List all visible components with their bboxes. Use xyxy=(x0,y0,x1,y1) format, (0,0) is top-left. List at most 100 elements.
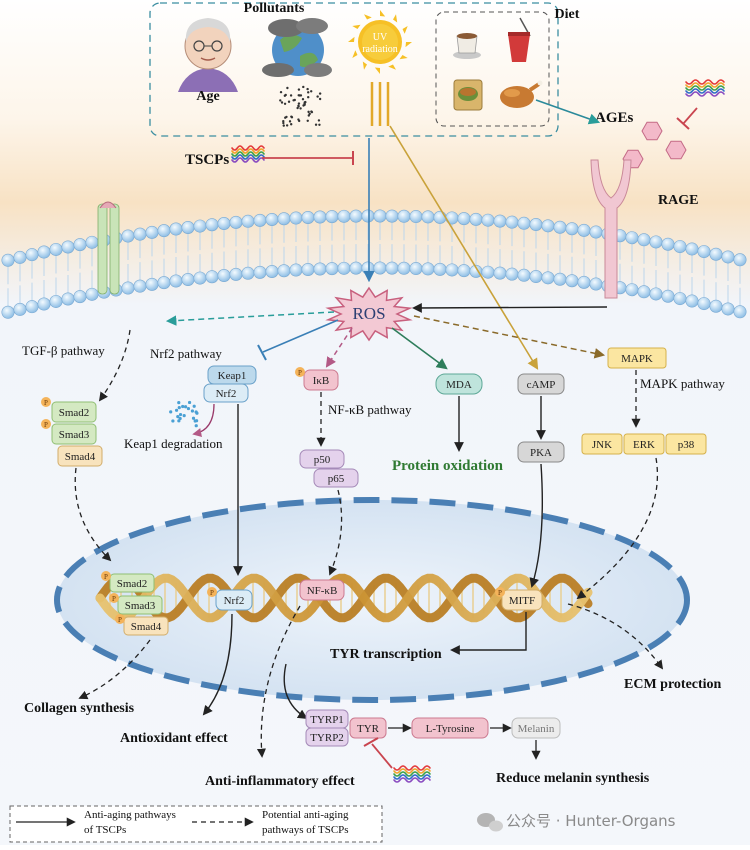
ltyrosine-text: L-Tyrosine xyxy=(426,723,475,735)
ros-to-mda-arrow xyxy=(391,327,448,370)
smad-to-nucleus-arrow xyxy=(74,467,112,562)
uv-sun-icon xyxy=(348,10,412,126)
tyr-inhibit-bar xyxy=(363,737,379,747)
mitf-text: MITF xyxy=(509,595,535,607)
phospho-text: P xyxy=(210,589,214,597)
protein-oxidation-label: Protein oxidation xyxy=(392,458,504,474)
p38-text: p38 xyxy=(678,439,695,451)
tscps-label: TSCPs xyxy=(185,152,229,168)
mda-text: MDA xyxy=(446,379,472,391)
jnk-box xyxy=(581,433,623,455)
smad4-text-nucleus: Smad4 xyxy=(131,621,162,633)
nrf2-text-nucleus: Nrf2 xyxy=(224,595,245,607)
nrf2-text-cytoplasm: Nrf2 xyxy=(216,388,237,400)
smad-to-collagen-arrow xyxy=(78,639,151,700)
smad4-box-nucleus xyxy=(123,616,169,636)
keap1-text: Keap1 xyxy=(218,370,247,382)
ltyrosine-box xyxy=(411,717,489,739)
ros-burst-shape xyxy=(325,286,413,342)
melanin-box xyxy=(511,717,561,739)
smad3-box xyxy=(51,423,97,445)
age-label: Age xyxy=(196,89,219,104)
p65-to-nfkb-arrow xyxy=(328,489,343,576)
mitf-box xyxy=(501,589,543,611)
smad2-box xyxy=(51,401,97,423)
ikb-box xyxy=(303,369,339,391)
keap1-degradation-fragments-icon xyxy=(169,400,199,428)
phospho-badge xyxy=(207,587,217,597)
tyrp2-text: TYRP2 xyxy=(310,732,344,744)
nrf2-box-cytoplasm xyxy=(203,383,249,403)
nrf2-pathway-label: Nrf2 pathway xyxy=(150,346,222,361)
nucleus-to-ecm-arrow xyxy=(567,603,664,670)
uv-to-camp-arrow xyxy=(389,125,539,370)
phospho-text: P xyxy=(44,399,48,407)
p38-box xyxy=(665,433,707,455)
diet-box xyxy=(435,11,550,127)
ros-label: ROS xyxy=(352,304,385,323)
dna-helix xyxy=(95,573,593,623)
tscps-peptide-icon-tyr xyxy=(393,765,431,783)
ages-inhibit-bar xyxy=(676,117,690,130)
keap1-degradation-label: Keap1 degradation xyxy=(124,436,223,451)
camp-text: cAMP xyxy=(527,379,556,391)
tyr-text: TYR xyxy=(357,723,380,735)
mapk-box xyxy=(607,347,667,369)
legend-dashed-label-1: Potential anti-aging xyxy=(262,809,349,821)
smad3-text-nucleus: Smad3 xyxy=(125,600,156,612)
p65-text: p65 xyxy=(328,473,345,485)
uv-label: UV xyxy=(373,32,388,43)
tscps-peptide-icon-ages xyxy=(685,79,725,97)
tgf-to-smad-arrow xyxy=(98,329,131,402)
tyrp1-text: TYRP1 xyxy=(310,714,344,726)
legend-solid-label-2: of TSCPs xyxy=(84,824,126,836)
smad2-box-nucleus xyxy=(109,573,155,593)
camp-box xyxy=(517,373,565,395)
tyr-box xyxy=(349,717,387,739)
anti-inflammatory-label: Anti-inflammatory effect xyxy=(205,774,355,789)
coffee-cup-icon xyxy=(453,33,481,59)
reduce-melanin-label: Reduce melanin synthesis xyxy=(496,771,650,786)
nfkb-text-nucleus: NF-κB xyxy=(307,585,338,597)
ros-to-mapk-arrow xyxy=(413,315,606,359)
erk-text: ERK xyxy=(633,439,655,451)
smad3-box-nucleus xyxy=(117,595,163,615)
ecm-protection-label: ECM protection xyxy=(624,677,722,692)
smad4-box xyxy=(57,445,103,467)
soda-cup-icon xyxy=(508,17,531,62)
nrf2-to-antioxidant-arrow xyxy=(202,613,233,716)
p65-box xyxy=(313,468,359,488)
polluted-earth-icon xyxy=(262,18,332,77)
nucleus xyxy=(54,497,690,703)
mitf-to-tyr-transcription-arrow xyxy=(450,612,527,655)
smad-complex-nucleus: Smad2 Smad3 Smad4 P P P xyxy=(101,571,169,636)
phospho-badge xyxy=(295,367,305,377)
p50-text: p50 xyxy=(314,454,331,466)
legend-solid-label-1: Anti-aging pathways xyxy=(84,809,176,821)
wechat-logo-icon xyxy=(477,813,503,832)
rage-to-ros-arrow xyxy=(412,303,608,313)
phospho-text: P xyxy=(104,573,108,581)
phospho-text: P xyxy=(118,616,122,624)
ros-to-tgf-arrow xyxy=(165,311,335,326)
pollutants-label: Pollutants xyxy=(244,1,305,16)
mapk-text: MAPK xyxy=(621,353,653,365)
pka-to-mitf-arrow xyxy=(529,463,544,588)
transcription-to-tyrp-arrow xyxy=(283,663,308,720)
ros-inhibit-nrf2-bar xyxy=(257,344,267,361)
erk-box xyxy=(623,433,665,455)
p50-box xyxy=(299,449,345,469)
nfkb-to-anti-inflammatory-arrow xyxy=(256,605,301,758)
elderly-person-icon xyxy=(178,18,238,92)
watermark-text: 公众号 · Hunter-Organs xyxy=(506,812,676,830)
radiation-label: radiation xyxy=(362,44,398,55)
phospho-badge xyxy=(41,397,51,407)
smad4-text: Smad4 xyxy=(65,451,96,463)
kinases-to-nucleus-arrow xyxy=(576,457,658,600)
phospho-text: P xyxy=(498,589,502,597)
nfkb-pathway-label: NF-κB pathway xyxy=(328,402,412,417)
legend-dashed-label-2: pathways of TSCPs xyxy=(262,824,349,836)
phospho-text: P xyxy=(298,369,302,377)
